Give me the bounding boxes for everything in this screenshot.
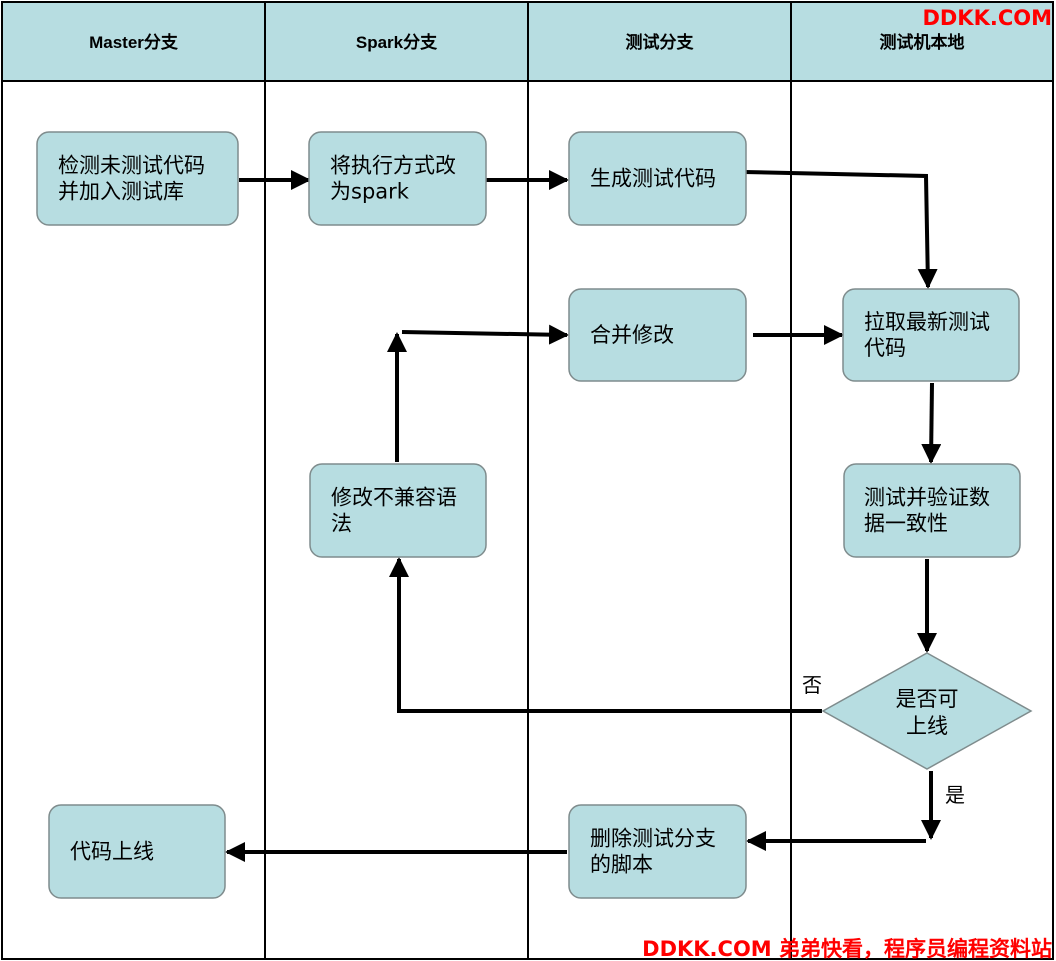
node-text-line: 检测未测试代码 (58, 154, 205, 178)
node-text-line: 为spark (330, 180, 410, 204)
node-text-line: 代码 (864, 336, 906, 360)
watermarks: DDKK.COM DDKK.COM 弟弟快看，程序员编程资料站 (642, 6, 1052, 961)
node-text-line: 修改不兼容语 (331, 486, 457, 510)
flow-nodes: 检测未测试代码并加入测试库将执行方式改为spark生成测试代码合并修改拉取最新测… (36, 131, 1033, 899)
node-merge: 合并修改 (568, 288, 747, 382)
process-box (308, 131, 487, 226)
node-text-line: 将执行方式改 (330, 154, 456, 178)
node-release: 代码上线 (48, 804, 226, 899)
process-box (568, 131, 747, 226)
node-text-line: 删除测试分支 (590, 827, 716, 851)
process-box (842, 288, 1020, 382)
node-text-line: 拉取最新测试 (864, 310, 990, 334)
node-text-line: 上线 (906, 714, 948, 738)
watermark-bottom: DDKK.COM 弟弟快看，程序员编程资料站 (642, 937, 1052, 961)
flow-edges (225, 170, 942, 862)
node-text-line: 据一致性 (864, 512, 948, 536)
lane-title-master: Master分支 (89, 32, 179, 52)
process-box (309, 463, 487, 558)
process-box (568, 288, 747, 382)
edge-label-no: 否 (802, 673, 822, 697)
node-text-line: 并加入测试库 (58, 180, 184, 204)
flow-arrow (389, 557, 822, 713)
lane-title-local: 测试机本地 (880, 32, 965, 52)
node-text-line: 法 (331, 512, 352, 536)
node-text-line: 合并修改 (590, 323, 674, 347)
process-box (48, 804, 226, 899)
edge-labels: 否是 (802, 673, 965, 807)
node-text-line: 的脚本 (590, 853, 653, 877)
node-text-line: 是否可 (896, 687, 959, 711)
process-box (36, 131, 239, 226)
node-gen-code: 生成测试代码 (568, 131, 747, 226)
lane-title-test: 测试分支 (626, 32, 695, 52)
flow-arrow (401, 324, 569, 345)
lane-title-spark: Spark分支 (356, 32, 438, 52)
watermark-top: DDKK.COM (922, 6, 1052, 30)
node-text-line: 生成测试代码 (590, 167, 716, 191)
flow-arrow (921, 382, 942, 464)
flow-arrow (743, 170, 938, 289)
process-box (568, 804, 747, 899)
node-text-line: 测试并验证数 (864, 486, 990, 510)
node-text-line: 代码上线 (70, 840, 154, 864)
process-box (843, 463, 1021, 558)
decision-diamond (821, 652, 1033, 770)
edge-label-yes: 是 (945, 783, 965, 807)
